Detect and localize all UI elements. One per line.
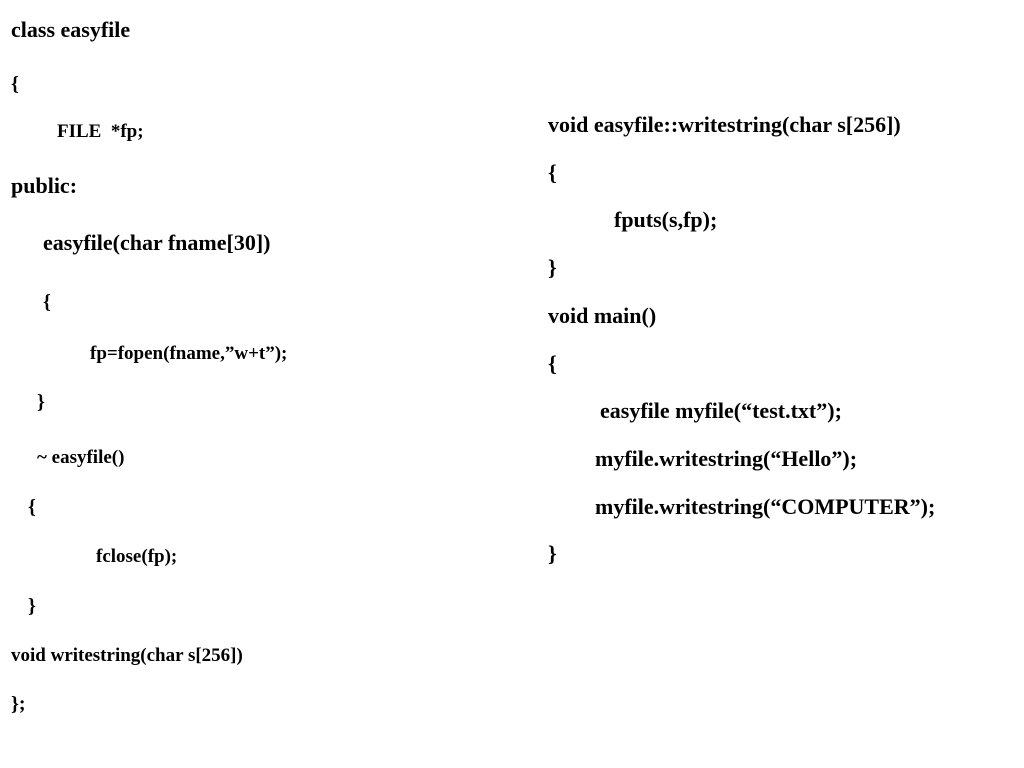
code-line-writestring-close-brace: } [548, 255, 557, 280]
code-line-constructor-close-brace: } [37, 391, 45, 413]
code-line-public-label: public: [11, 173, 78, 198]
code-line-class-declaration: class easyfile [11, 17, 131, 42]
code-line-object-creation: easyfile myfile(“test.txt”); [600, 398, 842, 423]
code-line-class-close-brace: }; [11, 693, 26, 715]
code-line-destructor-close-brace: } [28, 595, 36, 617]
code-line-destructor: ~ easyfile() [37, 447, 125, 468]
code-line-constructor: easyfile(char fname[30]) [43, 230, 271, 255]
code-line-fopen-call: fp=fopen(fname,”w+t”); [90, 343, 288, 364]
code-line-main-open-brace: { [548, 351, 557, 376]
code-line-main-close-brace: } [548, 541, 557, 566]
code-line-file-pointer: FILE *fp; [57, 121, 144, 142]
code-line-constructor-open-brace: { [43, 291, 51, 313]
code-line-writestring-hello: myfile.writestring(“Hello”); [595, 446, 858, 471]
code-line-fclose-call: fclose(fp); [96, 546, 178, 567]
code-line-writestring-open-brace: { [548, 160, 557, 185]
code-line-open-brace: { [11, 73, 19, 95]
code-line-writestring-computer: myfile.writestring(“COMPUTER”); [595, 494, 936, 519]
code-line-destructor-open-brace: { [28, 496, 36, 518]
code-line-fputs-call: fputs(s,fp); [614, 207, 718, 232]
code-line-main-signature: void main() [548, 303, 657, 328]
code-line-writestring-definition: void easyfile::writestring(char s[256]) [548, 112, 901, 137]
code-line-writestring-declaration: void writestring(char s[256]) [11, 645, 243, 666]
